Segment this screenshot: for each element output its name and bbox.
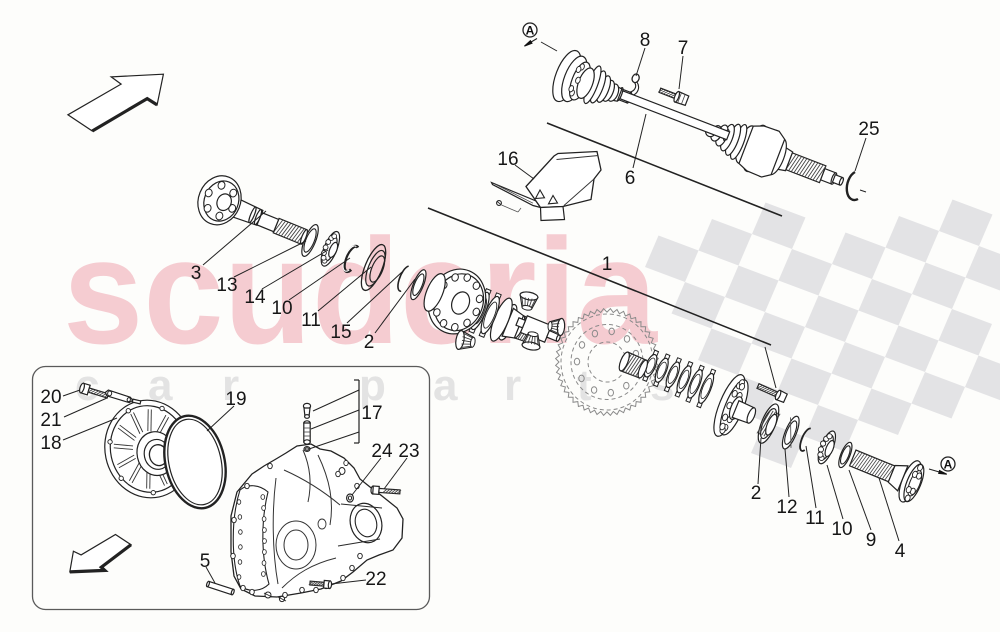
- svg-text:scuderia: scuderia: [63, 207, 659, 375]
- svg-text:a: a: [433, 361, 458, 410]
- svg-text:6: 6: [625, 168, 636, 189]
- svg-text:18: 18: [40, 433, 61, 454]
- svg-text:19: 19: [225, 389, 246, 410]
- svg-text:22: 22: [365, 569, 386, 590]
- svg-text:3: 3: [191, 263, 202, 284]
- svg-text:9: 9: [866, 530, 877, 551]
- svg-text:11: 11: [301, 310, 321, 331]
- svg-text:A: A: [526, 24, 535, 38]
- svg-text:8: 8: [640, 30, 651, 51]
- svg-text:1: 1: [602, 254, 613, 275]
- svg-text:2: 2: [364, 332, 375, 353]
- svg-text:r: r: [504, 361, 521, 410]
- svg-text:13: 13: [216, 275, 237, 296]
- svg-text:2: 2: [751, 483, 762, 504]
- svg-text:12: 12: [776, 497, 797, 518]
- svg-text:5: 5: [200, 551, 211, 572]
- svg-text:16: 16: [497, 149, 518, 170]
- svg-text:p: p: [359, 361, 386, 410]
- svg-text:23: 23: [398, 441, 419, 462]
- svg-text:24: 24: [371, 441, 393, 462]
- svg-text:11: 11: [805, 508, 825, 529]
- svg-text:t: t: [577, 361, 592, 410]
- svg-text:21: 21: [40, 410, 61, 431]
- svg-text:r: r: [222, 361, 239, 410]
- svg-text:7: 7: [678, 38, 689, 59]
- svg-text:20: 20: [40, 387, 61, 408]
- svg-text:25: 25: [858, 119, 879, 140]
- svg-text:10: 10: [831, 519, 852, 540]
- svg-text:A: A: [944, 458, 953, 472]
- svg-text:15: 15: [330, 322, 351, 343]
- svg-text:4: 4: [895, 541, 906, 562]
- svg-text:17: 17: [361, 403, 382, 424]
- svg-text:10: 10: [271, 298, 292, 319]
- svg-text:14: 14: [244, 287, 266, 308]
